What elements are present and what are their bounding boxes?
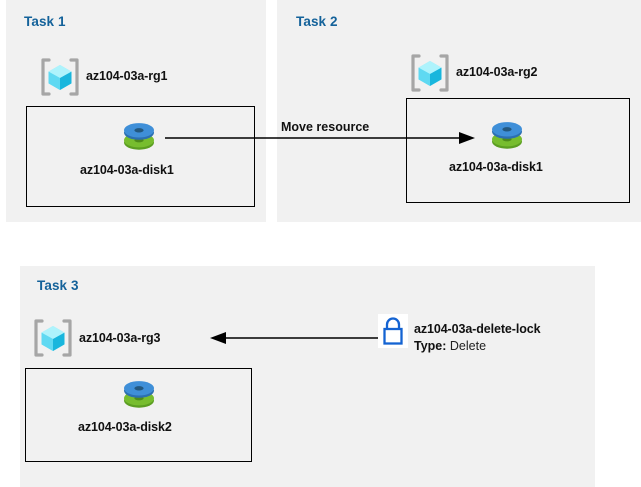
panel-task-2 <box>277 0 641 222</box>
managed-disk-icon <box>120 117 158 155</box>
delete-lock-type: Type: Delete <box>414 339 486 353</box>
task-1-resource-group-label: az104-03a-rg1 <box>86 69 168 83</box>
task-2-title: Task 2 <box>296 14 338 29</box>
task-2-resource-box <box>406 98 630 203</box>
task-3-title: Task 3 <box>37 278 79 293</box>
managed-disk-icon <box>488 116 526 154</box>
resource-group-icon <box>38 56 82 98</box>
resource-group-icon <box>408 52 452 94</box>
panel-task-3 <box>20 266 595 487</box>
task-1-title: Task 1 <box>24 14 66 29</box>
task-3-resource-label: az104-03a-disk2 <box>78 420 172 434</box>
delete-lock-type-key: Type: <box>414 339 447 353</box>
delete-lock-label: az104-03a-delete-lock <box>414 322 541 336</box>
move-resource-arrow <box>165 132 475 144</box>
move-resource-label: Move resource <box>281 120 370 134</box>
task-2-resource-group-label: az104-03a-rg2 <box>456 65 538 79</box>
panel-task-1 <box>6 0 266 222</box>
task-1-resource-label: az104-03a-disk1 <box>80 163 174 177</box>
resource-group-icon <box>31 317 75 359</box>
lock-icon <box>378 314 408 348</box>
task-1-resource-box <box>26 106 255 207</box>
managed-disk-icon <box>120 375 158 413</box>
task-3-resource-group-label: az104-03a-rg3 <box>79 331 161 345</box>
delete-lock-arrow <box>210 332 378 344</box>
task-2-resource-label: az104-03a-disk1 <box>449 160 543 174</box>
delete-lock-type-value: Delete <box>449 339 487 353</box>
task-3-resource-box <box>25 368 252 462</box>
